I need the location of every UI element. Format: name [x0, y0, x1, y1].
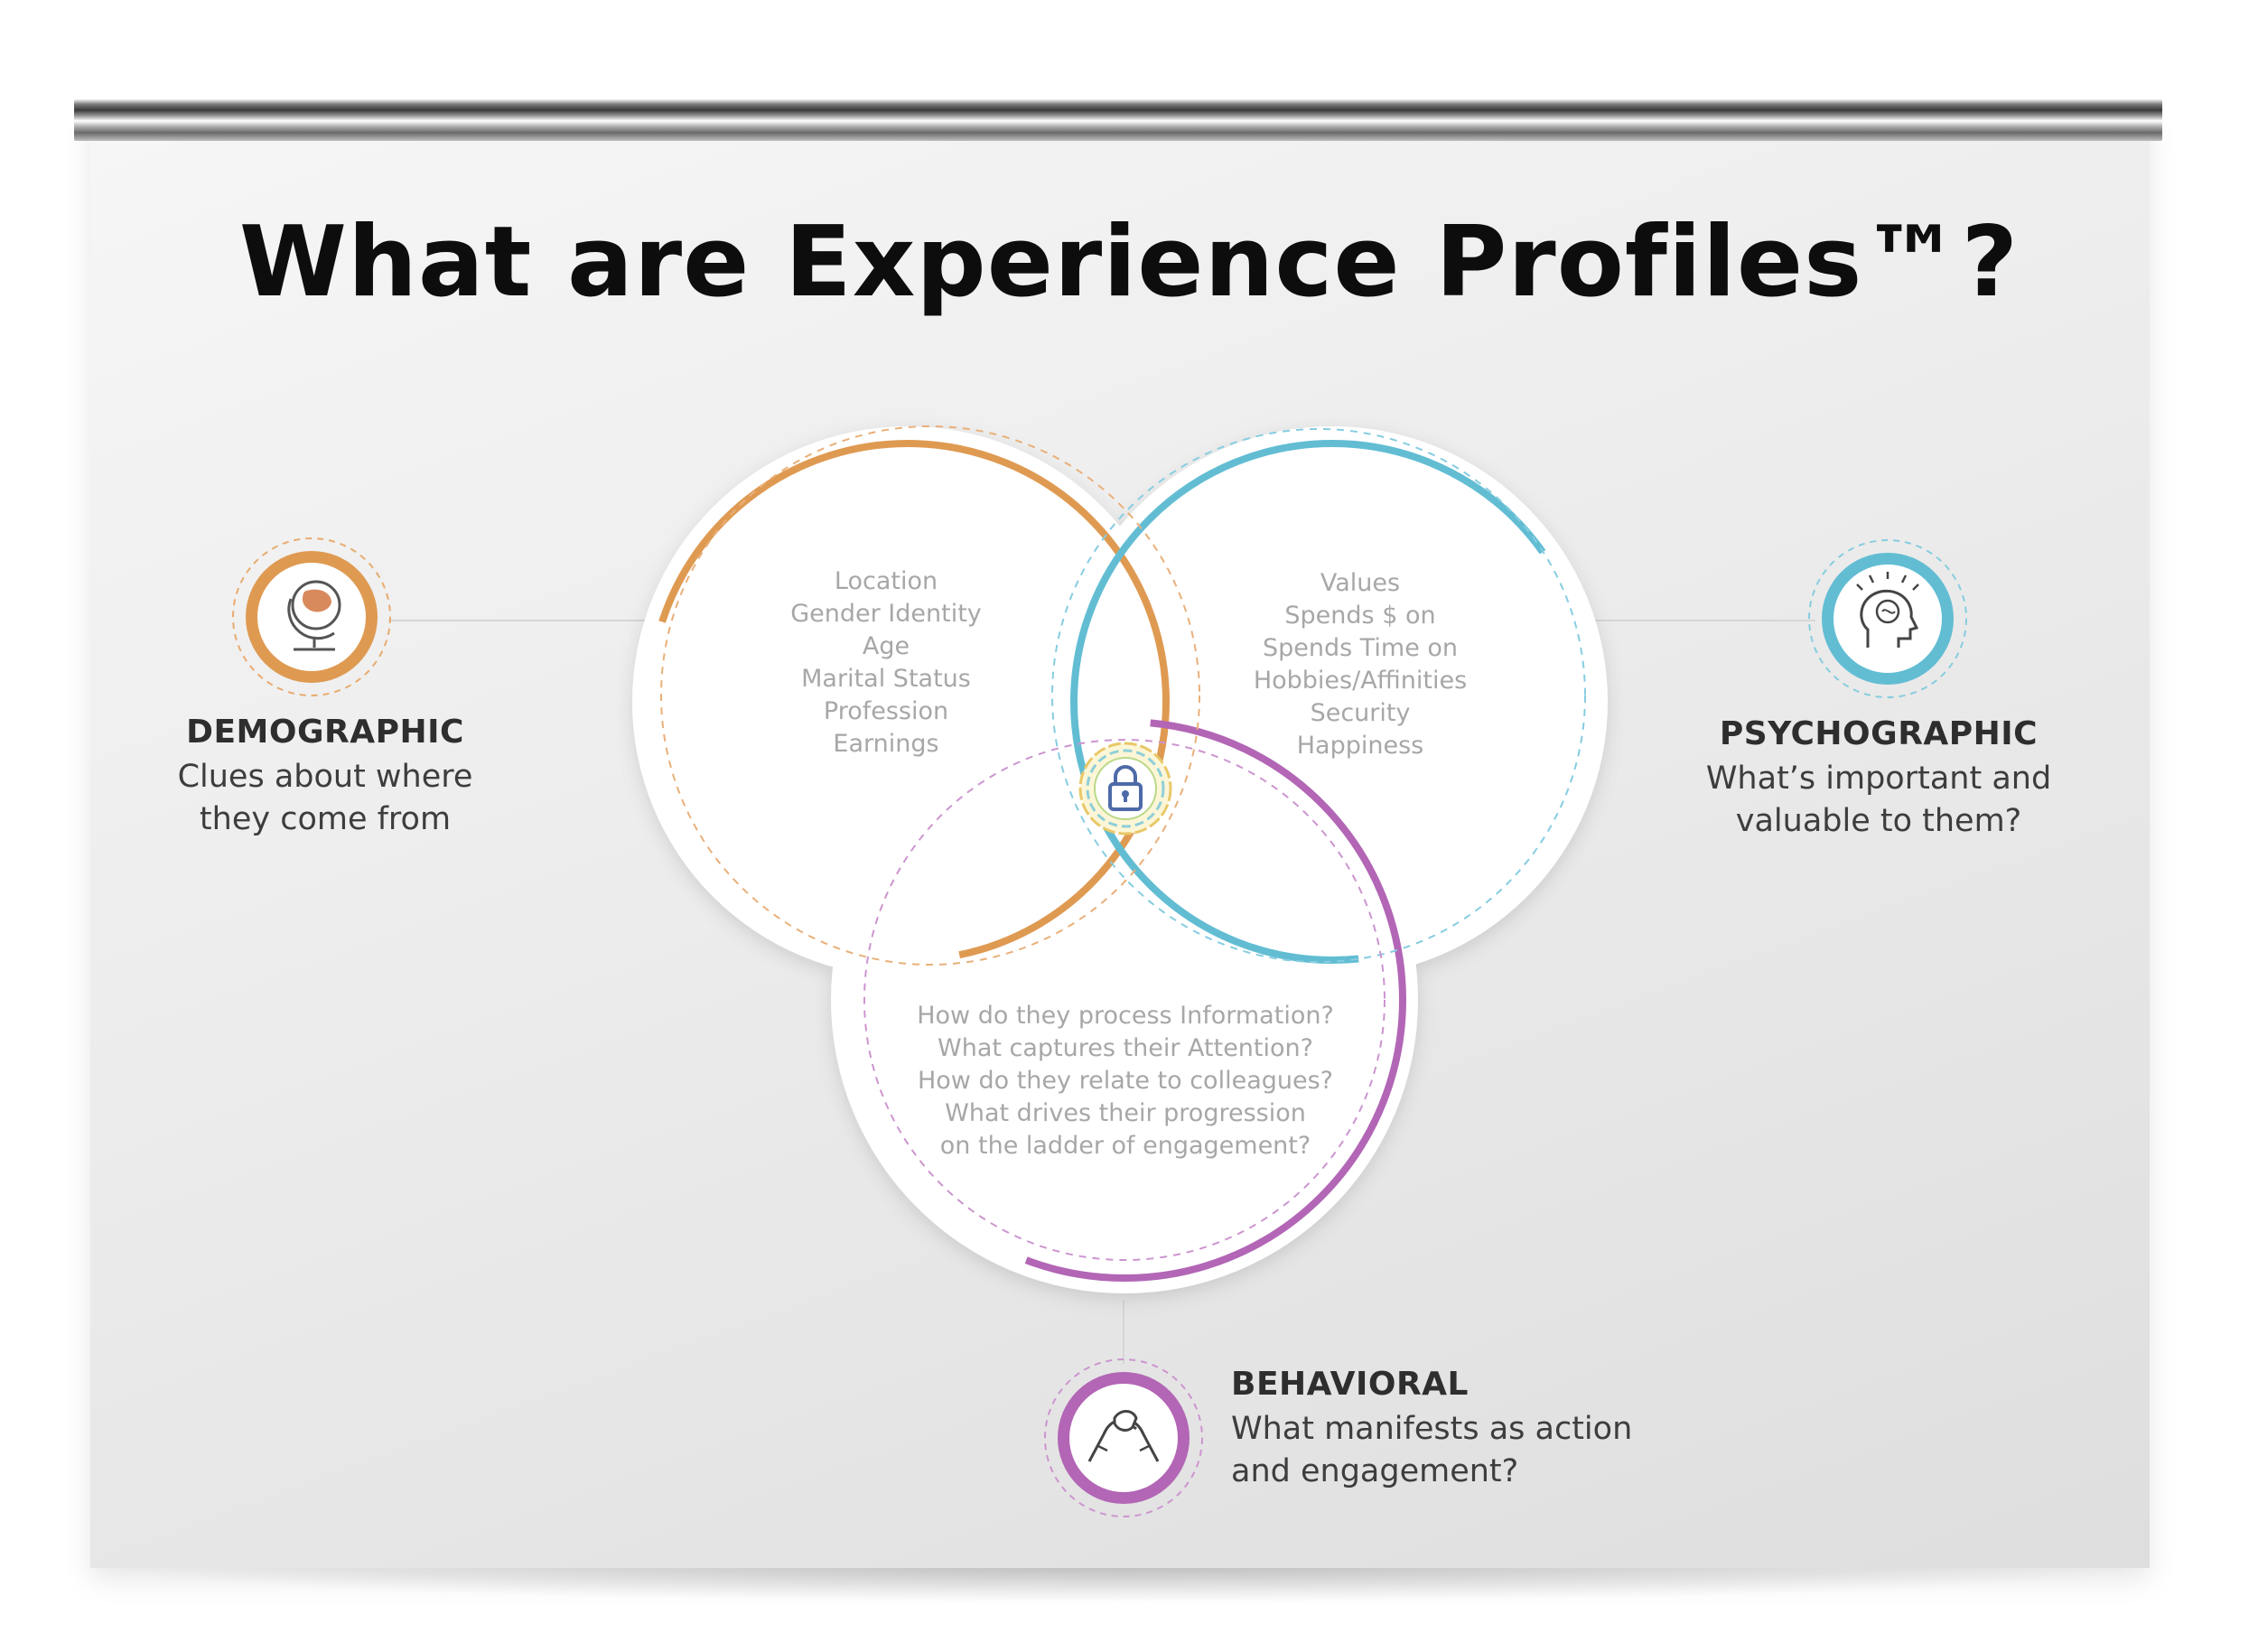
- demographic-item: Earnings: [833, 730, 938, 758]
- psychographic-item: Happiness: [1297, 732, 1423, 760]
- behavioral-item: How do they relate to colleagues?: [918, 1067, 1333, 1095]
- behavioral-description: What manifests as action and engagement?: [1231, 1411, 1633, 1489]
- psychographic-item: Spends Time on: [1263, 634, 1458, 662]
- behavioral-outer-ring: [843, 718, 1406, 1282]
- behavioral-dashed-circle: [863, 739, 1386, 1261]
- demographic-heading: DEMOGRAPHIC: [186, 714, 464, 751]
- demographic-description: Clues about where they come from: [177, 759, 473, 837]
- behavioral-item: on the ladder of engagement?: [940, 1132, 1311, 1160]
- demographic-item-list: Location Gender Identity Age Marital Sta…: [790, 567, 982, 758]
- psychographic-heading: PSYCHOGRAPHIC: [1719, 715, 2039, 752]
- brain-head-icon: [1808, 539, 1967, 698]
- behavioral-label: BEHAVIORAL What manifests as action and …: [1231, 1366, 1737, 1493]
- panel-shadow: [99, 1567, 2150, 1603]
- psychographic-item: Values: [1320, 569, 1400, 597]
- demographic-item: Gender Identity: [790, 600, 982, 628]
- behavioral-item: What drives their progression: [945, 1099, 1306, 1127]
- behavioral-item: How do they process Information?: [917, 1002, 1334, 1030]
- venn-base: [632, 426, 1608, 1293]
- psychographic-item: Hobbies/Affinities: [1254, 667, 1467, 695]
- demographic-dashed-circle: [660, 425, 1200, 966]
- handshake-icon: [1044, 1358, 1203, 1517]
- demographic-item: Location: [835, 567, 938, 595]
- demographic-label: DEMOGRAPHIC Clues about where they come …: [145, 714, 506, 841]
- behavioral-heading: BEHAVIORAL: [1231, 1366, 1469, 1403]
- psychographic-item-list: Values Spends $ on Spends Time on Hobbie…: [1254, 569, 1467, 760]
- psychographic-item: Spends $ on: [1284, 602, 1435, 630]
- psychographic-outer-ring: [1070, 440, 1594, 964]
- hanging-rail: [74, 99, 2162, 141]
- psychographic-dashed-circle: [1051, 428, 1586, 963]
- behavioral-item: What captures their Attention?: [938, 1034, 1313, 1062]
- demographic-item: Profession: [824, 697, 948, 725]
- lock-icon: [1078, 742, 1172, 835]
- demographic-item: Marital Status: [801, 665, 971, 693]
- psychographic-description: What’s important and valuable to them?: [1705, 761, 2052, 839]
- demographic-outer-ring: [646, 440, 1170, 964]
- demographic-item: Age: [863, 632, 910, 660]
- psychographic-label: PSYCHOGRAPHIC What’s important and valua…: [1680, 715, 2077, 843]
- behavioral-item-list: How do they process Information? What ca…: [917, 1002, 1334, 1160]
- psychographic-item: Security: [1311, 699, 1411, 727]
- page-title: What are Experience Profiles™?: [238, 206, 2020, 319]
- globe-icon: [232, 537, 391, 696]
